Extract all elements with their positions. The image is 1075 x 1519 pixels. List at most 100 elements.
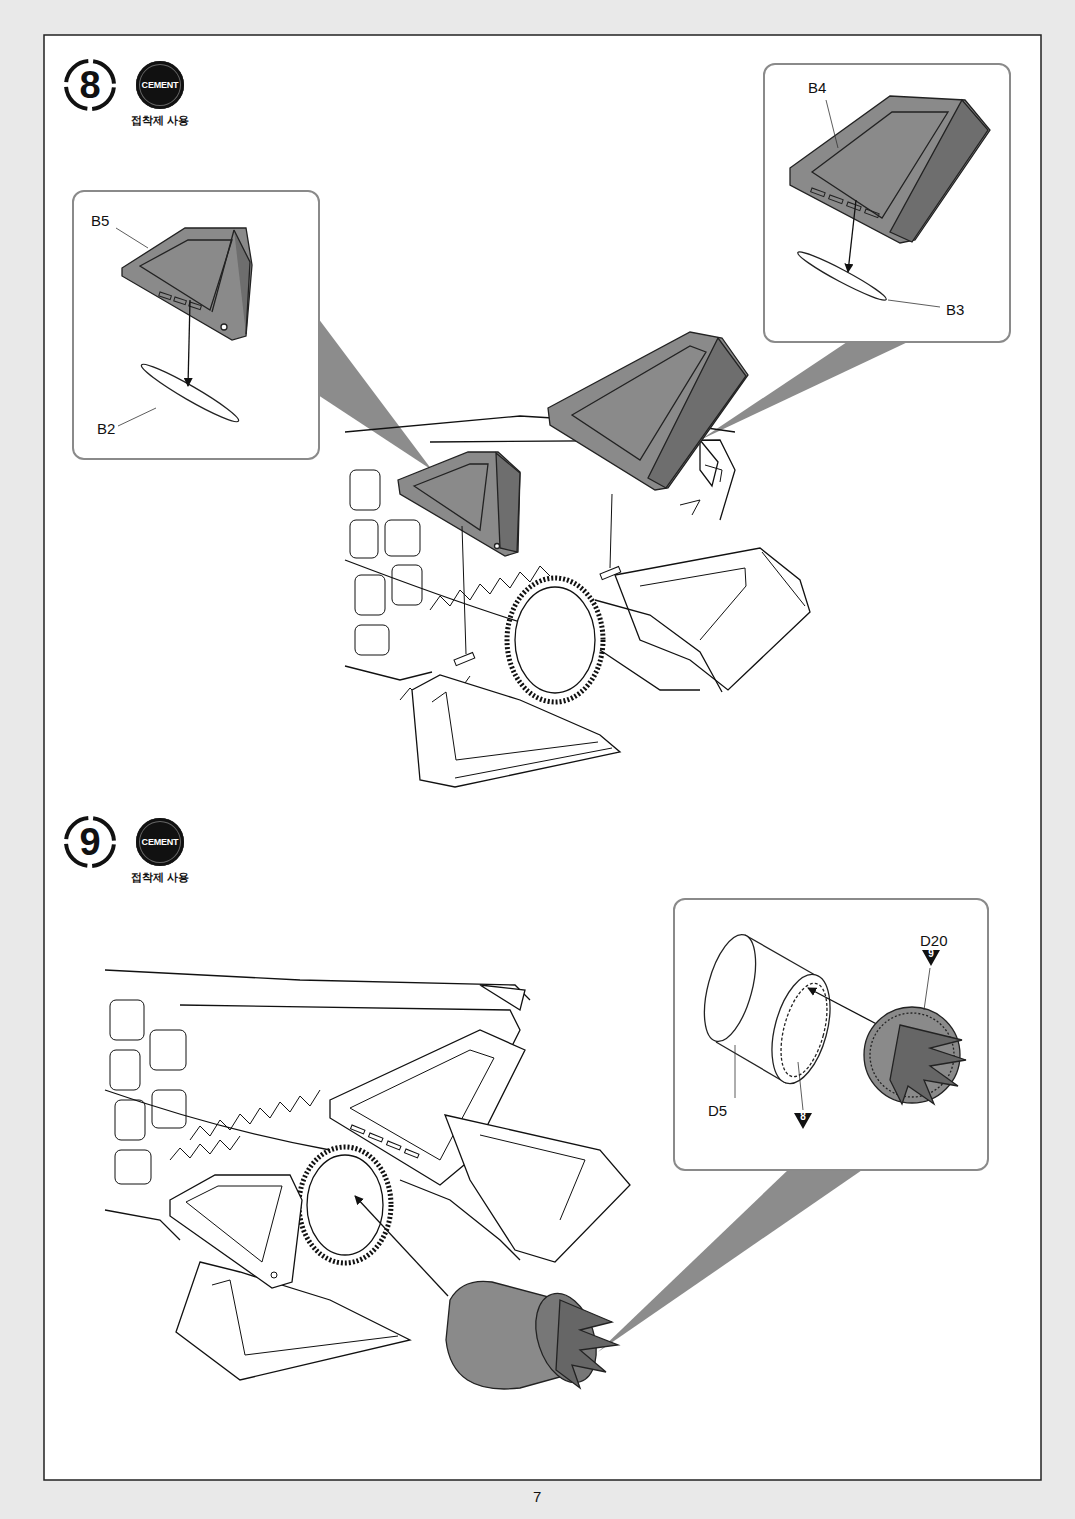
page-number: 7: [533, 1488, 541, 1505]
fin-part: [790, 96, 990, 243]
badge-text: CEMENT: [136, 61, 184, 109]
aircraft: [600, 650, 700, 690]
fin-part: [234, 230, 250, 334]
fin-part: [847, 202, 862, 211]
part-number: B3: [945, 301, 965, 318]
fin-part: [398, 452, 520, 556]
aircraft: [115, 1150, 151, 1184]
aircraft: [190, 1090, 320, 1140]
aircraft: [392, 565, 422, 605]
aircraft: [110, 1000, 144, 1040]
aircraft: [640, 568, 746, 640]
nozzle-part: [556, 1300, 618, 1388]
inset-ground: [673, 898, 989, 1171]
aircraft: [400, 1180, 520, 1260]
step-number-text: 8: [66, 61, 114, 109]
assembly-arrow: [355, 1196, 448, 1296]
aircraft: [115, 1100, 145, 1140]
fin-part: [648, 338, 746, 488]
aircraft: [307, 1155, 383, 1255]
aircraft: [105, 1210, 180, 1240]
step-number-text: 9: [922, 948, 940, 959]
fin-part: [829, 195, 844, 204]
leader-line: [924, 968, 930, 1010]
page-panel: [44, 35, 1041, 1480]
fin-part: [122, 228, 252, 340]
fin-part: [812, 112, 948, 218]
aircraft: [355, 625, 389, 655]
aircraft: [345, 416, 810, 787]
fin-part: [865, 209, 880, 218]
aircraft: [705, 465, 722, 482]
nozzle-part: [864, 1007, 966, 1104]
aircraft: [299, 1147, 391, 1263]
tube-part: [695, 929, 766, 1047]
leader-line: [826, 100, 838, 148]
step-ring: [66, 61, 114, 109]
aircraft: [186, 1186, 282, 1262]
aircraft: [455, 748, 612, 778]
step-number: 8: [66, 61, 114, 109]
aircraft: [351, 1125, 419, 1158]
base-part: [795, 247, 889, 305]
part-number: D5: [707, 1102, 728, 1119]
fin-part: [414, 464, 488, 530]
aircraft: [170, 1136, 240, 1160]
aircraft: [212, 1280, 398, 1355]
aircraft: [369, 1133, 383, 1142]
aircraft: [515, 587, 595, 693]
fin-part: [811, 188, 826, 197]
nozzle-part: [446, 1281, 618, 1390]
fin-part: [572, 346, 706, 460]
aircraft: [105, 1090, 330, 1150]
aircraft: [152, 1090, 186, 1128]
callout-wedge: [598, 1168, 865, 1352]
leader-line: [610, 494, 612, 568]
fin-part: [212, 230, 234, 312]
leader-line: [888, 300, 940, 307]
aircraft: [700, 440, 718, 486]
callout-triangle: 9: [922, 950, 940, 966]
tube-part: [772, 978, 835, 1081]
aircraft: [680, 500, 700, 515]
fin-part: [496, 453, 520, 552]
fin-part: [159, 292, 202, 310]
base-part: [138, 359, 242, 427]
callout-wedge: [318, 318, 432, 470]
fin-part: [122, 228, 252, 340]
aircraft: [351, 1125, 365, 1134]
tube-part: [695, 929, 841, 1090]
fin-part: [140, 240, 232, 310]
detail-inset: B5B2: [72, 190, 320, 460]
part-number: B2: [96, 420, 116, 437]
fin-part: [398, 332, 748, 556]
aircraft: [105, 970, 530, 1000]
aircraft: [271, 1272, 277, 1278]
aircraft: [405, 1149, 419, 1158]
leader-line: [798, 1062, 803, 1110]
fin-part: [890, 100, 988, 242]
fin-part: [811, 188, 880, 218]
leader-line: [735, 1045, 736, 1098]
fin-part: [174, 297, 187, 305]
part-number: B4: [807, 79, 827, 96]
aircraft: [345, 560, 520, 622]
detail-inset: D20D598: [673, 898, 989, 1171]
fin-part: [548, 332, 748, 490]
assembly-arrow: [848, 200, 856, 272]
tube-part: [761, 968, 840, 1090]
aircraft: [110, 1050, 140, 1090]
aircraft: [345, 666, 432, 680]
inset-ground: [72, 190, 320, 460]
aircraft: [615, 548, 810, 690]
aircraft: [480, 1135, 585, 1220]
assembly-arrow: [188, 300, 190, 386]
part-number: B5: [90, 212, 110, 229]
aircraft: [454, 653, 475, 666]
inset-ground: [763, 63, 1011, 343]
callout-triangle: 8: [794, 1113, 812, 1129]
badge-text: CEMENT: [136, 818, 184, 866]
fin-part: [495, 544, 500, 549]
